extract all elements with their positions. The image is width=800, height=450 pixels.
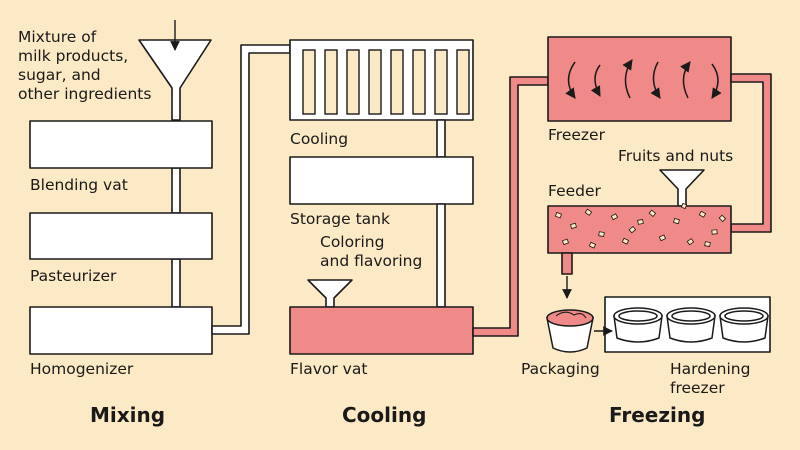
storage-tank-label: Storage tank (290, 210, 390, 228)
vertical-pipe-1 (171, 167, 181, 214)
pasteurizer-label: Pasteurizer (30, 267, 117, 285)
pasteurizer (29, 212, 213, 260)
homogenizer (29, 306, 213, 355)
tub-3 (719, 307, 769, 343)
fruits-nuts-label: Fruits and nuts (618, 147, 734, 165)
vertical-pipe-2 (171, 258, 181, 308)
hardening-tubs (613, 307, 769, 343)
coloring-funnel (307, 279, 353, 308)
packaging-label: Packaging (521, 360, 600, 378)
vertical-pipe-3 (436, 119, 446, 158)
pipe-flavor-to-freezer (472, 76, 549, 337)
blending-vat (29, 120, 213, 169)
homogenizer-label: Homogenizer (30, 360, 134, 378)
pipe-homogenizer-to-cooling (211, 44, 291, 335)
section-freezing: Freezing (609, 403, 706, 427)
tub-1 (613, 307, 663, 343)
coloring-label: Coloring and flavoring (320, 233, 423, 270)
storage-tank (289, 156, 474, 205)
feeder-label: Feeder (548, 182, 601, 200)
freezer-label: Freezer (548, 126, 605, 144)
freezer-swirl-arrows (565, 59, 722, 99)
section-cooling: Cooling (342, 403, 427, 427)
freezer (547, 36, 732, 122)
nut-funnel (659, 169, 705, 207)
blending-vat-label: Blending vat (30, 176, 128, 194)
feeder-spout (561, 252, 573, 275)
cooling-tubes (302, 49, 470, 115)
hardening-freezer-label: Hardening freezer (670, 360, 751, 397)
ingredients-label: Mixture of milk products, sugar, and oth… (18, 28, 152, 103)
pipe-freezer-to-feeder (730, 73, 772, 233)
feeder-fruit-nut-specks (554, 202, 727, 249)
flavor-vat (289, 306, 474, 355)
vertical-pipe-4 (436, 203, 446, 308)
tub-2 (666, 307, 716, 343)
packaging-cup (546, 309, 594, 353)
section-mixing: Mixing (90, 403, 166, 427)
flavor-vat-label: Flavor vat (290, 360, 368, 378)
cooling-unit-label: Cooling (290, 130, 349, 148)
ingredient-hopper (138, 39, 212, 121)
